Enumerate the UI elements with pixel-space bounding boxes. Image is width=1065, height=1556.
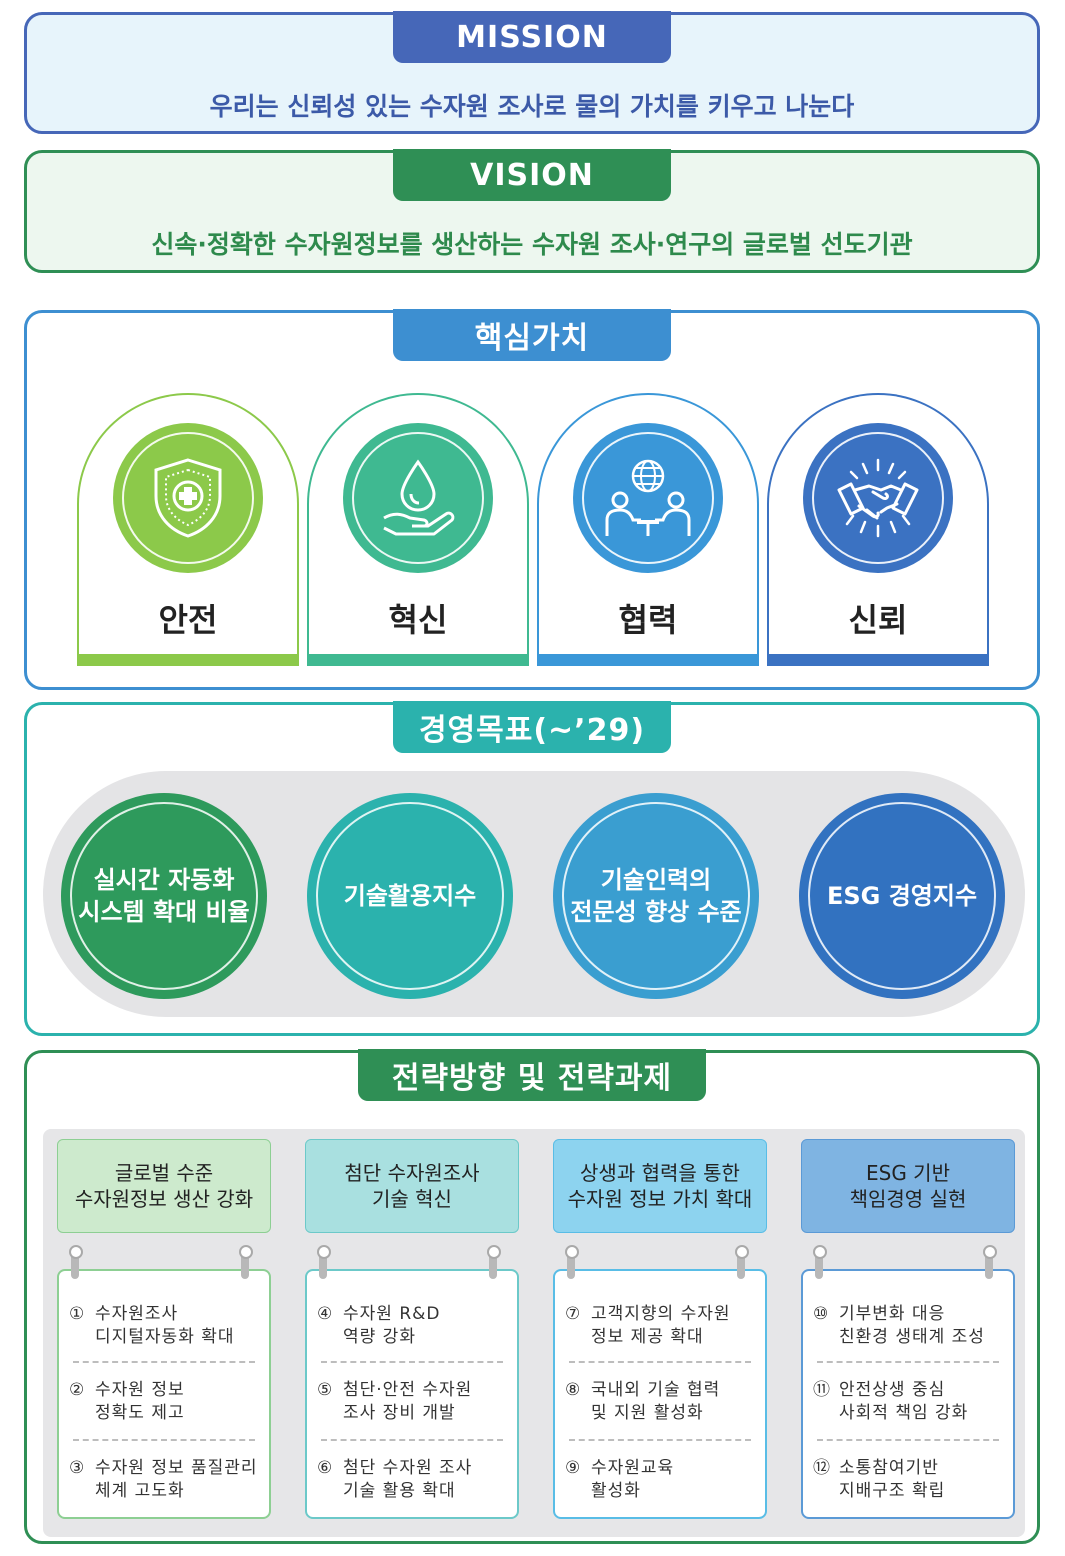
core-value-cooperation: 협력 — [537, 393, 759, 666]
goal-label: 기술인력의 전문성 향상 수준 — [570, 866, 742, 926]
goals-panel: 경영목표(~’29) 실시간 자동화 시스템 확대 비율 기술활용지수 기술인력… — [24, 701, 1040, 1036]
strategy-direction-3: 상생과 협력을 통한 수자원 정보 가치 확대 — [553, 1139, 767, 1233]
vision-tab: VISION — [393, 149, 671, 201]
strategy-direction-2: 첨단 수자원조사 기술 혁신 — [305, 1139, 519, 1233]
core-values-tab: 핵심가치 — [393, 309, 671, 361]
core-value-label: 협력 — [618, 601, 678, 639]
core-value-trust: 신뢰 — [767, 393, 989, 666]
mission-panel: MISSION 우리는 신뢰성 있는 수자원 조사로 물의 가치를 키우고 나눈… — [24, 11, 1040, 134]
mission-statement: 우리는 신뢰성 있는 수자원 조사로 물의 가치를 키우고 나눈다 — [209, 92, 855, 121]
innovation-circle — [343, 423, 493, 573]
goals-tab: 경영목표(~’29) — [393, 701, 671, 753]
globe-people-icon — [605, 459, 691, 536]
handshake-icon — [837, 458, 919, 538]
vision-panel: VISION 신속·정확한 수자원정보를 생산하는 수자원 조사·연구의 글로벌… — [24, 149, 1040, 273]
core-value-label: 혁신 — [388, 601, 448, 639]
goal-label: 실시간 자동화 시스템 확대 비율 — [78, 866, 250, 926]
goal-expertise: 기술인력의 전문성 향상 수준 — [553, 793, 759, 999]
mission-tab: MISSION — [393, 11, 671, 63]
core-value-safety: 안전 — [77, 393, 299, 666]
strategy-direction-4: ESG 기반 책임경영 실현 — [801, 1139, 1015, 1233]
vision-statement: 신속·정확한 수자원정보를 생산하는 수자원 조사·연구의 글로벌 선도기관 — [151, 230, 913, 259]
cooperation-circle — [573, 423, 723, 573]
trust-circle — [803, 423, 953, 573]
core-value-innovation: 혁신 — [307, 393, 529, 666]
goal-esg-index: ESG 경영지수 — [799, 793, 1005, 999]
goal-label: 기술활용지수 — [343, 882, 477, 910]
hand-water-drop-icon — [383, 459, 455, 536]
core-value-label: 신뢰 — [848, 601, 908, 639]
core-values-panel: 핵심가치 안전 혁신 — [24, 309, 1040, 690]
goal-technology-index: 기술활용지수 — [307, 793, 513, 999]
goal-label: ESG 경영지수 — [826, 882, 978, 910]
safety-circle — [113, 423, 263, 573]
goal-automation: 실시간 자동화 시스템 확대 비율 — [61, 793, 267, 999]
core-value-label: 안전 — [158, 601, 218, 639]
strategy-tab: 전략방향 및 전략과제 — [358, 1049, 706, 1101]
strategy-direction-1: 글로벌 수준 수자원정보 생산 강화 — [57, 1139, 271, 1233]
shield-cross-icon — [154, 458, 222, 538]
